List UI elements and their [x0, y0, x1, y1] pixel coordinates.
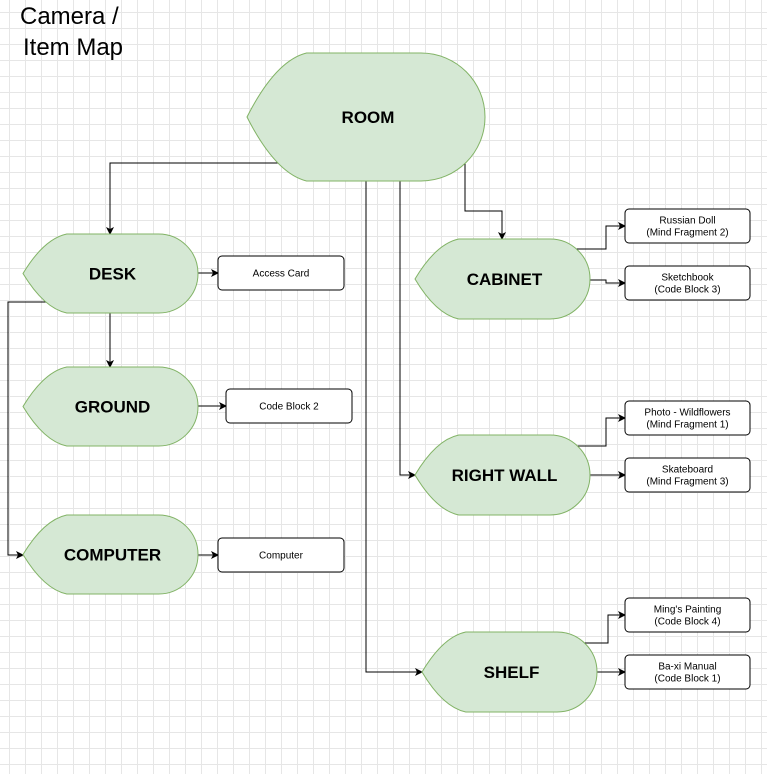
node-computer-shape: [22, 514, 199, 595]
node-computer-label: COMPUTER: [64, 546, 161, 565]
node-cabinet-label: CABINET: [467, 270, 543, 289]
node-desk-label: DESK: [89, 265, 137, 284]
item-sketchbook-box: [624, 265, 751, 301]
diagram-title-line-2: Item Map: [23, 34, 124, 61]
connector-right-wall-to-photo: [576, 414, 626, 447]
item-photo-wildflowers: Photo - Wildflowers(Mind Fragment 1): [624, 400, 751, 436]
item-skateboard-label: (Mind Fragment 3): [646, 477, 728, 488]
item-ba-xi-manual-box: [624, 654, 751, 690]
item-ba-xi-manual-label: (Code Block 1): [654, 674, 720, 685]
nodes-layer: ROOM DESK GROUND COMPUTER CABINET RIGHT WALL S…: [22, 52, 598, 713]
connector-room-to-desk: [106, 162, 296, 235]
diagram-title-line-1: Camera /: [20, 3, 119, 30]
item-computer-item-label: Computer: [259, 551, 304, 562]
item-sketchbook-label: (Code Block 3): [654, 285, 720, 296]
item-photo-wildflowers-label: Photo - Wildflowers: [644, 408, 730, 419]
node-desk: DESK: [22, 233, 199, 314]
item-access-card: Access Card: [217, 255, 345, 291]
node-desk-shape: [22, 233, 199, 314]
node-right-wall-shape: [414, 434, 591, 516]
node-computer: COMPUTER: [22, 514, 199, 595]
node-ground-shape: [22, 366, 199, 447]
item-mings-painting-label: Ming's Painting: [654, 605, 722, 616]
item-mings-painting-label: (Code Block 4): [654, 617, 720, 628]
item-sketchbook-label: Sketchbook: [661, 273, 714, 284]
node-room-shape: [246, 52, 486, 182]
node-right-wall: RIGHT WALL: [414, 434, 591, 516]
item-computer-item-box: [217, 537, 345, 573]
node-room: ROOM: [246, 52, 486, 182]
item-sketchbook: Sketchbook(Code Block 3): [624, 265, 751, 301]
node-room-label: ROOM: [342, 108, 395, 127]
connector-shelf-to-mings-painting: [583, 611, 626, 644]
item-mings-painting: Ming's Painting(Code Block 4): [624, 597, 751, 633]
node-cabinet: CABINET: [414, 238, 591, 320]
node-cabinet-shape: [414, 238, 591, 320]
item-russian-doll-label: Russian Doll: [659, 216, 715, 227]
item-photo-wildflowers-box: [624, 400, 751, 436]
connector-cabinet-to-russian-doll: [576, 222, 626, 250]
item-computer-item: Computer: [217, 537, 345, 573]
connector-cabinet-to-sketchbook: [590, 279, 626, 287]
connector-room-to-cabinet: [464, 163, 506, 240]
item-skateboard-label: Skateboard: [662, 465, 713, 476]
item-ba-xi-manual: Ba-xi Manual(Code Block 1): [624, 654, 751, 690]
item-photo-wildflowers-label: (Mind Fragment 1): [646, 420, 728, 431]
item-skateboard-box: [624, 457, 751, 493]
item-mings-painting-box: [624, 597, 751, 633]
node-shelf-label: SHELF: [484, 663, 540, 682]
item-access-card-box: [217, 255, 345, 291]
connector-desk-to-computer: [7, 301, 58, 559]
node-shelf: SHELF: [421, 631, 598, 713]
node-ground: GROUND: [22, 366, 199, 447]
item-russian-doll: Russian Doll(Mind Fragment 2): [624, 208, 751, 244]
node-ground-label: GROUND: [75, 398, 151, 417]
node-right-wall-label: RIGHT WALL: [452, 466, 558, 485]
node-shelf-shape: [421, 631, 598, 713]
item-russian-doll-label: (Mind Fragment 2): [646, 228, 728, 239]
item-code-block-2-label: Code Block 2: [259, 402, 319, 413]
item-code-block-2-box: [225, 388, 353, 424]
connector-room-to-shelf: [365, 181, 423, 676]
connector-room-to-right-wall: [399, 181, 416, 479]
item-russian-doll-box: [624, 208, 751, 244]
item-skateboard: Skateboard(Mind Fragment 3): [624, 457, 751, 493]
item-access-card-label: Access Card: [253, 269, 310, 280]
connectors-layer: [7, 162, 626, 676]
item-code-block-2: Code Block 2: [225, 388, 353, 424]
item-ba-xi-manual-label: Ba-xi Manual: [658, 662, 716, 673]
